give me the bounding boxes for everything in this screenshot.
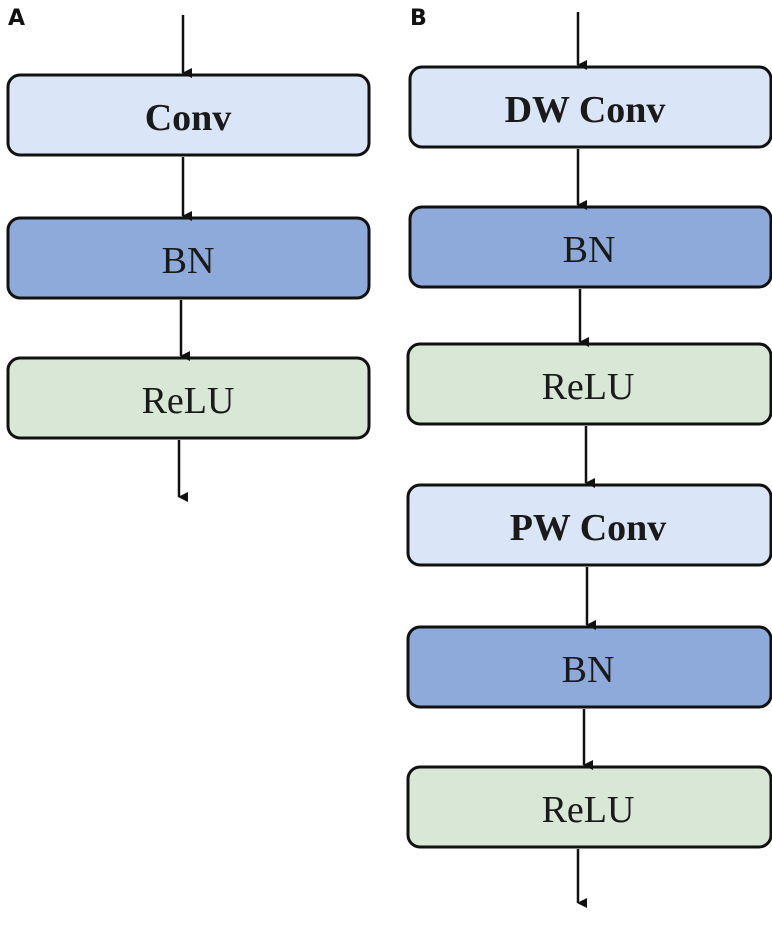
- panel-b-block-relu: ReLU: [406, 342, 772, 426]
- block-label: ReLU: [542, 366, 635, 408]
- block-label: PW Conv: [510, 507, 667, 549]
- panel-b-block-bn-2: BN: [406, 625, 772, 709]
- panel-b-block-dw-conv: DW Conv: [408, 65, 772, 149]
- block-label: ReLU: [142, 380, 235, 422]
- panel-a-label: A: [8, 6, 26, 31]
- block-box: [408, 205, 772, 289]
- block-label: ReLU: [542, 789, 635, 831]
- block-label: DW Conv: [505, 89, 666, 131]
- panel-a-block-bn: BN: [6, 216, 371, 300]
- panel-b-label: B: [410, 6, 427, 31]
- block-label: Conv: [145, 97, 232, 139]
- block-label: BN: [563, 229, 616, 271]
- panel-a-block-relu: ReLU: [6, 356, 371, 440]
- block-box: [406, 342, 772, 426]
- panel-b-block-pw-conv: PW Conv: [406, 483, 772, 567]
- block-label: BN: [562, 649, 615, 691]
- panel-b-block-relu-2: ReLU: [406, 765, 772, 849]
- block-box: [408, 65, 772, 149]
- panel-b-block-bn: BN: [408, 205, 772, 289]
- block-label: BN: [162, 240, 215, 282]
- panel-a-block-conv: Conv: [6, 73, 371, 157]
